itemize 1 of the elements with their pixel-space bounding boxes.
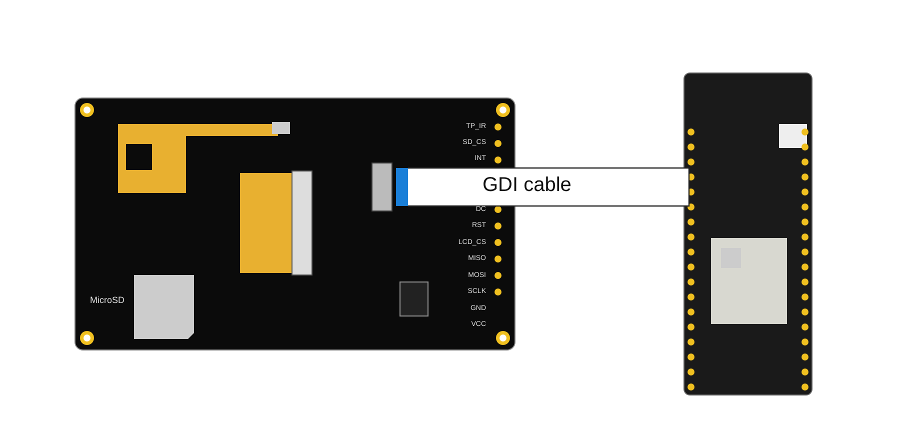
- slot-label: MicroSD: [90, 295, 126, 305]
